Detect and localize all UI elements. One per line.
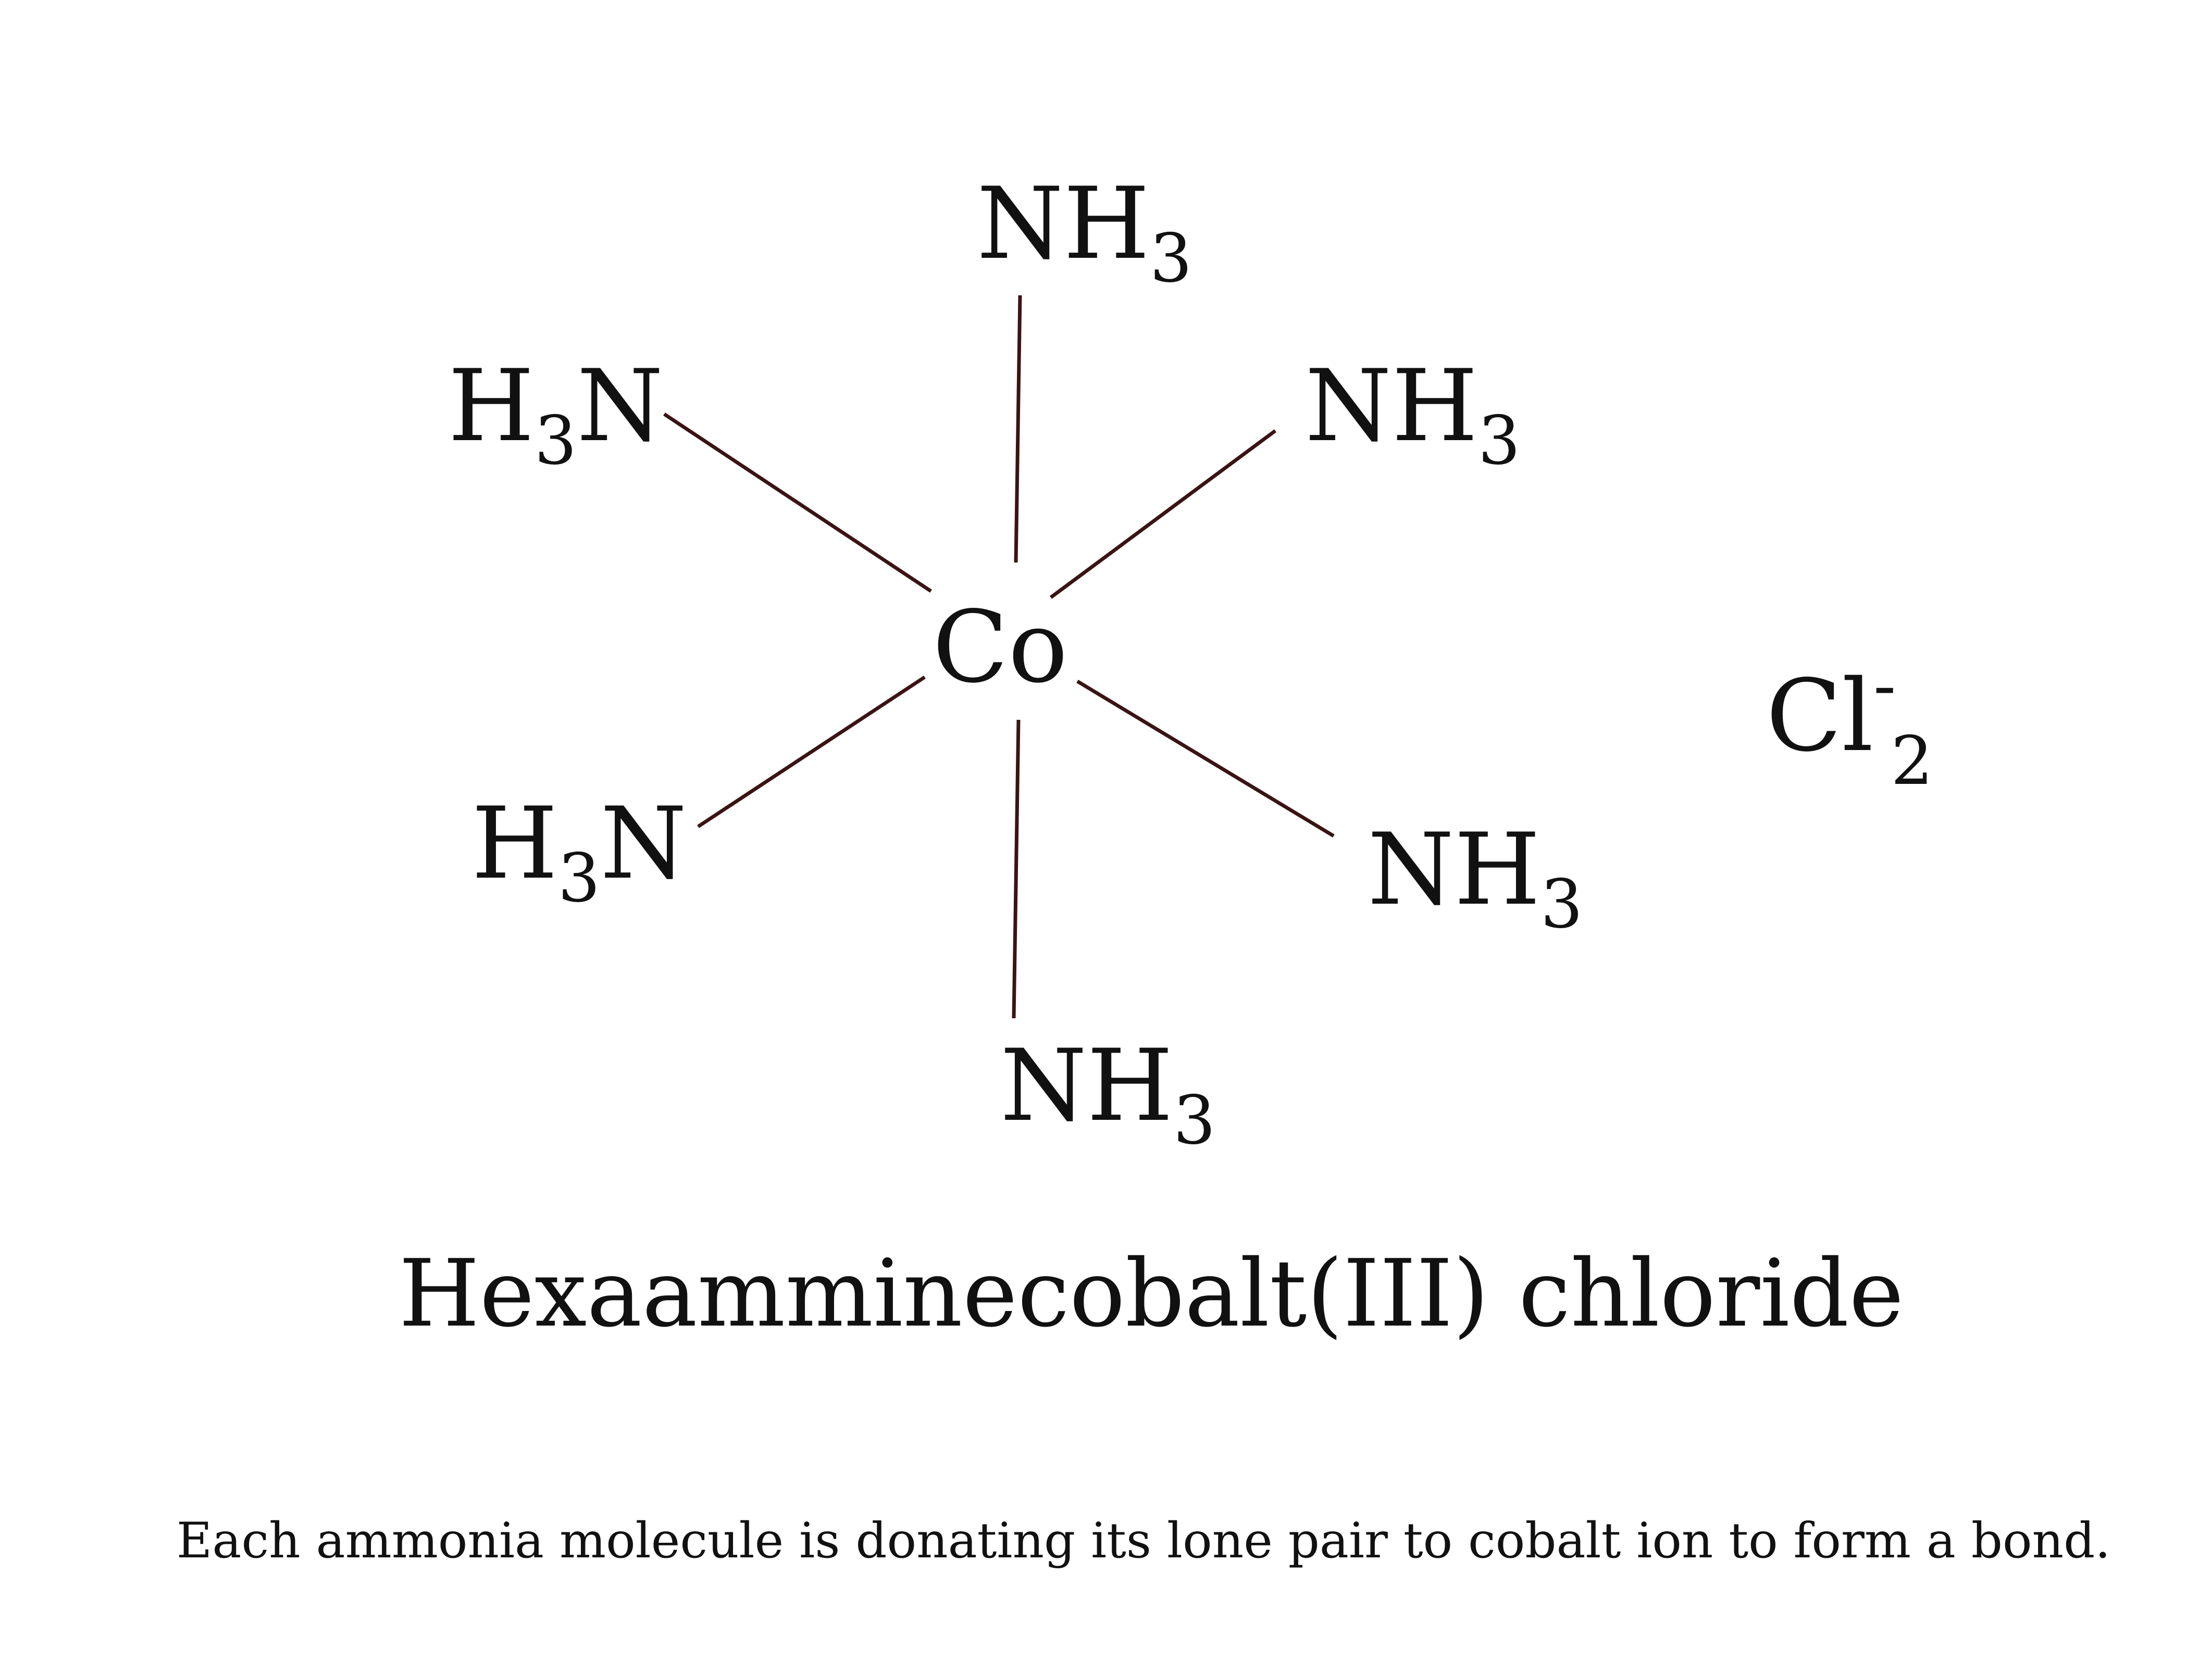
counter-ion-symbol: Cl: [1766, 658, 1873, 773]
bond-bottom: [1012, 719, 1021, 1019]
counter-ion-count: 2: [1891, 722, 1933, 800]
ligand-lower-right: NH3: [1368, 812, 1583, 943]
bonds: [663, 295, 1335, 1019]
ligand-upper-right-main: NH: [1305, 348, 1478, 464]
ligand-lower-right-sub: 3: [1540, 866, 1583, 943]
ligand-top: NH3: [977, 166, 1192, 297]
bond-lower-right: [1076, 680, 1335, 838]
counter-ion-charge: -: [1873, 647, 1896, 725]
central-atom-cobalt: Co: [933, 590, 1068, 705]
ligand-upper-left-post: N: [577, 348, 663, 464]
bond-upper-left: [663, 413, 932, 593]
ligand-upper-right: NH3: [1305, 348, 1520, 480]
ligand-lower-right-main: NH: [1368, 812, 1540, 927]
ligand-lower-left-sub: 3: [558, 840, 600, 917]
ligand-lower-left-pre: H: [471, 786, 558, 901]
ligand-bottom-sub: 3: [1173, 1082, 1215, 1159]
ligand-lower-left-post: N: [600, 786, 687, 901]
ligand-top-sub: 3: [1150, 220, 1192, 297]
ligand-upper-left-pre: H: [448, 348, 535, 464]
ligand-upper-left-sub: 3: [535, 402, 577, 480]
ligand-bottom-main: NH: [1000, 1028, 1173, 1143]
bond-upper-right: [1049, 429, 1277, 599]
counter-ion: Cl-2: [1766, 647, 1933, 800]
ligand-upper-left: H3N: [448, 348, 663, 480]
ligand-lower-left: H3N: [471, 786, 687, 917]
bond-lower-left: [697, 676, 926, 828]
ligand-upper-right-sub: 3: [1478, 402, 1520, 480]
explanation-caption: Each ammonia molecule is donating its lo…: [177, 1513, 2110, 1569]
bond-top: [1014, 295, 1022, 563]
ligand-top-main: NH: [977, 166, 1150, 281]
compound-name: Hexaamminecobalt(III) chloride: [399, 1240, 1904, 1347]
ligand-bottom: NH3: [1000, 1028, 1215, 1159]
